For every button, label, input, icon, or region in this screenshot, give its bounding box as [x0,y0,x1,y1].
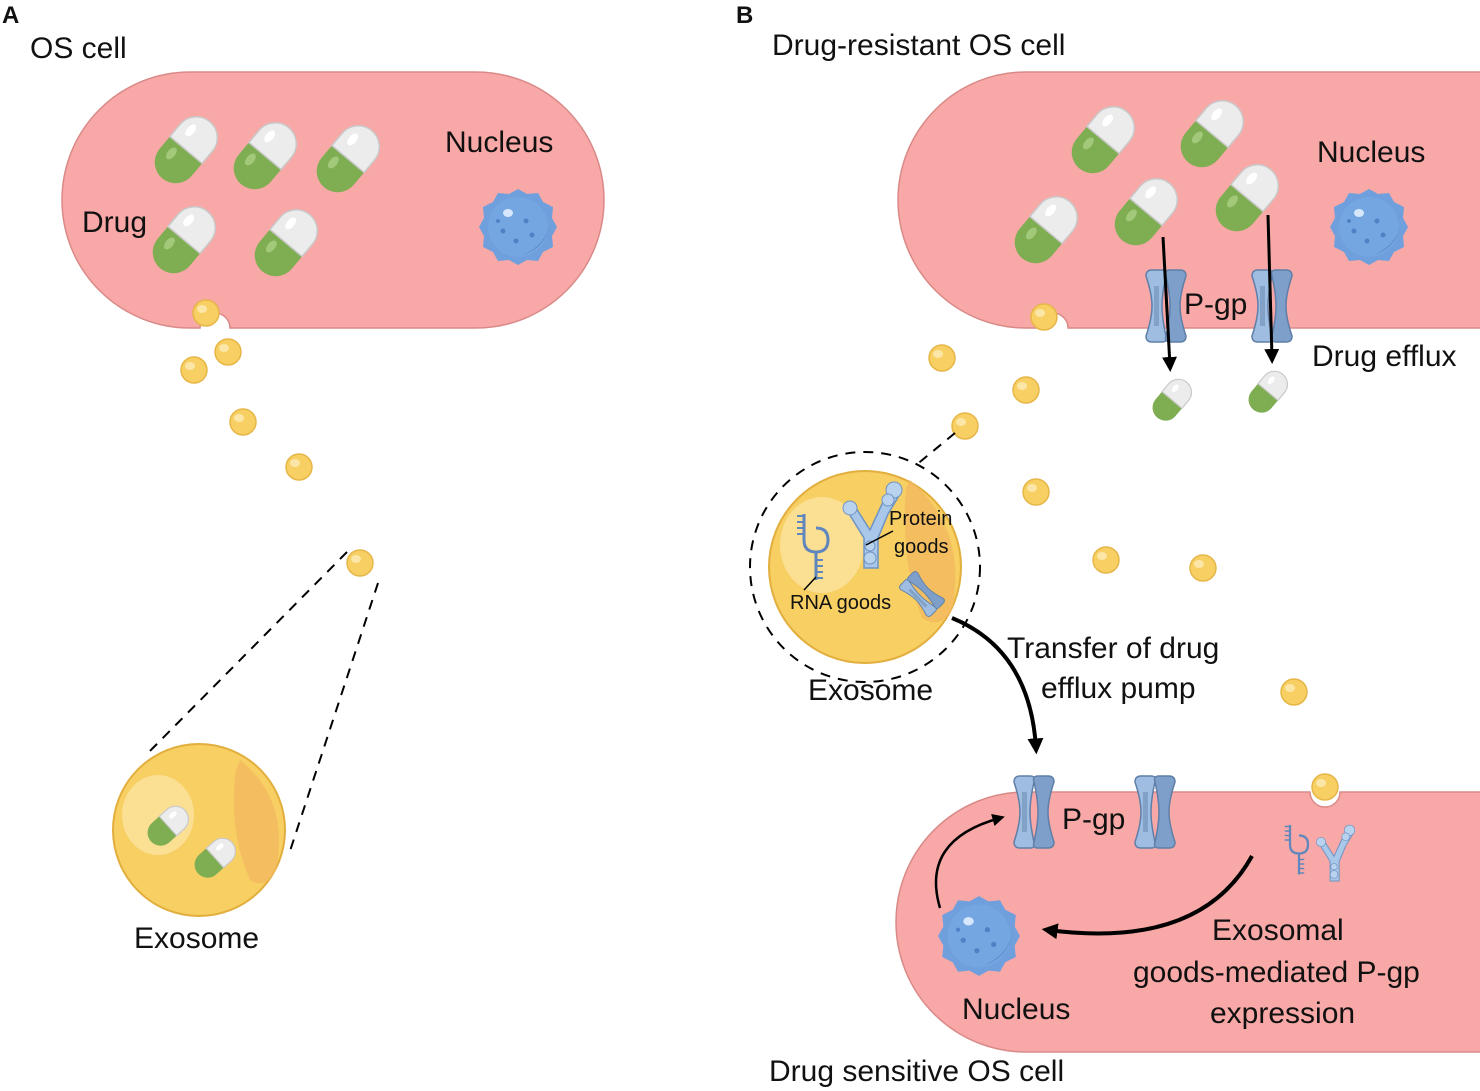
panel-b-exosome-label: Exosome [808,674,933,707]
transfer-arrow [951,616,1044,755]
exosome-dot [346,549,374,577]
mediated-label-line3: expression [1210,997,1355,1030]
effluxed-drug-capsule [1146,373,1198,427]
zoom-line [288,582,379,855]
exosome-dot [1280,678,1308,706]
zoom-line [145,551,348,756]
mediated-label-line2: goods-mediated P-gp [1133,956,1420,989]
exosome-dot [285,453,313,481]
exosome-dot [214,338,242,366]
exosome-dot [1189,554,1217,582]
exosome-dot [1022,478,1050,506]
panel-a-nucleus-label: Nucleus [445,126,553,159]
panel-b-sensitive-title: Drug sensitive OS cell [769,1055,1064,1088]
exosome-dot [928,344,956,372]
effluxed-drug-capsule [1242,365,1294,419]
zoom-line [914,432,956,467]
rna-goods-pointer [803,576,817,591]
protein-goods-pointer [865,530,894,546]
expression-arrow [1041,855,1254,940]
exosome-dot [1030,303,1058,331]
upregulation-arrow [934,813,1005,909]
panel-b-resistant-title: Drug-resistant OS cell [772,29,1065,62]
transfer-label-line1: Transfer of drug [1007,632,1219,665]
exosome-dot [1012,376,1040,404]
mediated-label-line1: Exosomal [1212,914,1344,947]
drug-efflux-label: Drug efflux [1312,340,1457,373]
efflux-arrow [1161,236,1178,372]
protein-goods-label-line1: Protein [889,508,952,530]
panel-a-cell-title: OS cell [30,32,127,65]
exosome-dot [951,412,979,440]
transfer-label-line2: efflux pump [1041,672,1196,705]
panel-b-pgp-label-bottom: P-gp [1062,803,1125,836]
efflux-arrow [1264,214,1280,364]
panel-b-nucleus-label-bottom: Nucleus [962,993,1070,1026]
exosome-dot [1092,546,1120,574]
exosome-dot [192,299,220,327]
panel-b-nucleus-label-top: Nucleus [1317,136,1425,169]
exosome-dot [180,356,208,384]
protein-goods-label-line2: goods [894,536,949,558]
drug-label: Drug [82,206,147,239]
rna-goods-label: RNA goods [790,592,891,614]
panel-b-pgp-label-top: P-gp [1184,288,1247,321]
panel-b-letter: B [736,2,753,29]
exosome-enlarged-cargo [768,470,962,664]
exosome-zoom-circle [749,451,981,683]
exosome-dot [229,408,257,436]
panel-a-exosome-label: Exosome [134,922,259,955]
panel-a-letter: A [2,2,19,29]
exosome-dot [1311,773,1339,801]
exosome-enlarged [112,743,286,917]
